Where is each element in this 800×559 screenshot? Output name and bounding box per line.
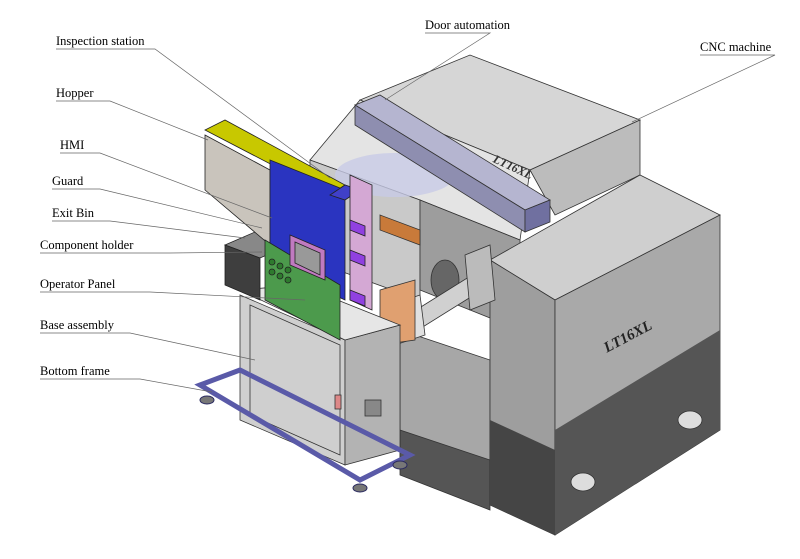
gripper-arm — [379, 214, 496, 346]
label-component-holder: Component holder — [40, 238, 134, 252]
label-guard: Guard — [52, 174, 84, 188]
bottom-frame — [194, 367, 416, 493]
inspection-station — [349, 174, 373, 311]
label-base-assembly: Base assembly — [40, 318, 114, 332]
label-door-automation: Door automation — [425, 18, 511, 32]
label-hopper: Hopper — [56, 86, 94, 100]
hopper — [204, 119, 361, 301]
label-hmi: HMI — [60, 138, 85, 152]
label-inspection-station: Inspection station — [56, 34, 145, 48]
label-bottom-frame: Bottom frame — [40, 364, 110, 378]
operator-panel — [264, 234, 341, 341]
door-automation-rail — [354, 94, 551, 233]
label-exit-bin: Exit Bin — [52, 206, 95, 220]
label-operator-panel: Operator Panel — [40, 277, 116, 291]
label-cnc-machine: CNC machine — [700, 40, 772, 54]
leader-lines — [40, 32, 776, 393]
